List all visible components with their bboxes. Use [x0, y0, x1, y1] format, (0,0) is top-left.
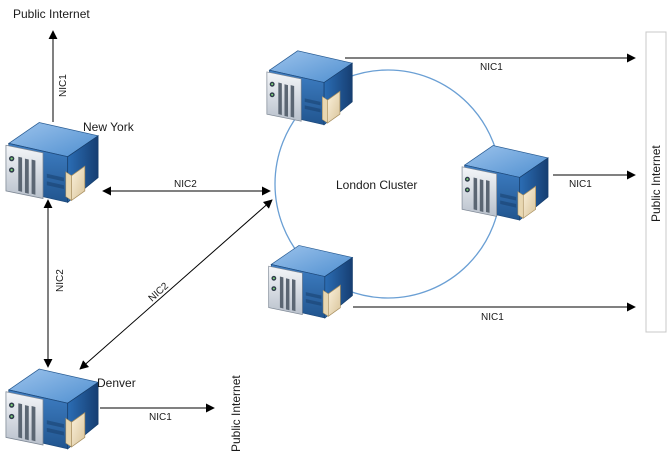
label-london-cluster: London Cluster [336, 178, 417, 192]
label-nic-denver-out: NIC1 [149, 412, 172, 423]
label-nic-ny-denver: NIC2 [55, 269, 66, 292]
server-new-york-icon [5, 122, 99, 203]
label-new-york: New York [83, 120, 135, 134]
label-public-internet-right: Public Internet [649, 145, 663, 222]
server-denver-icon [5, 368, 99, 450]
label-nic-ny-london: NIC2 [174, 179, 197, 190]
label-public-internet-top: Public Internet [13, 7, 90, 21]
public-internet-bar [645, 31, 667, 333]
label-nic-ny-up: NIC1 [58, 74, 69, 97]
label-nic-london-bottom-out: NIC1 [481, 312, 504, 323]
link-denver-london [79, 199, 273, 370]
server-london-bottom-icon [268, 245, 353, 319]
label-nic-london-top-out: NIC1 [480, 62, 503, 73]
label-public-internet-denver: Public Internet [229, 375, 243, 452]
server-london-top-icon [266, 50, 353, 126]
server-london-right-icon [461, 145, 549, 221]
label-nic-london-right-out: NIC1 [569, 179, 592, 190]
label-denver: Denver [97, 376, 136, 390]
